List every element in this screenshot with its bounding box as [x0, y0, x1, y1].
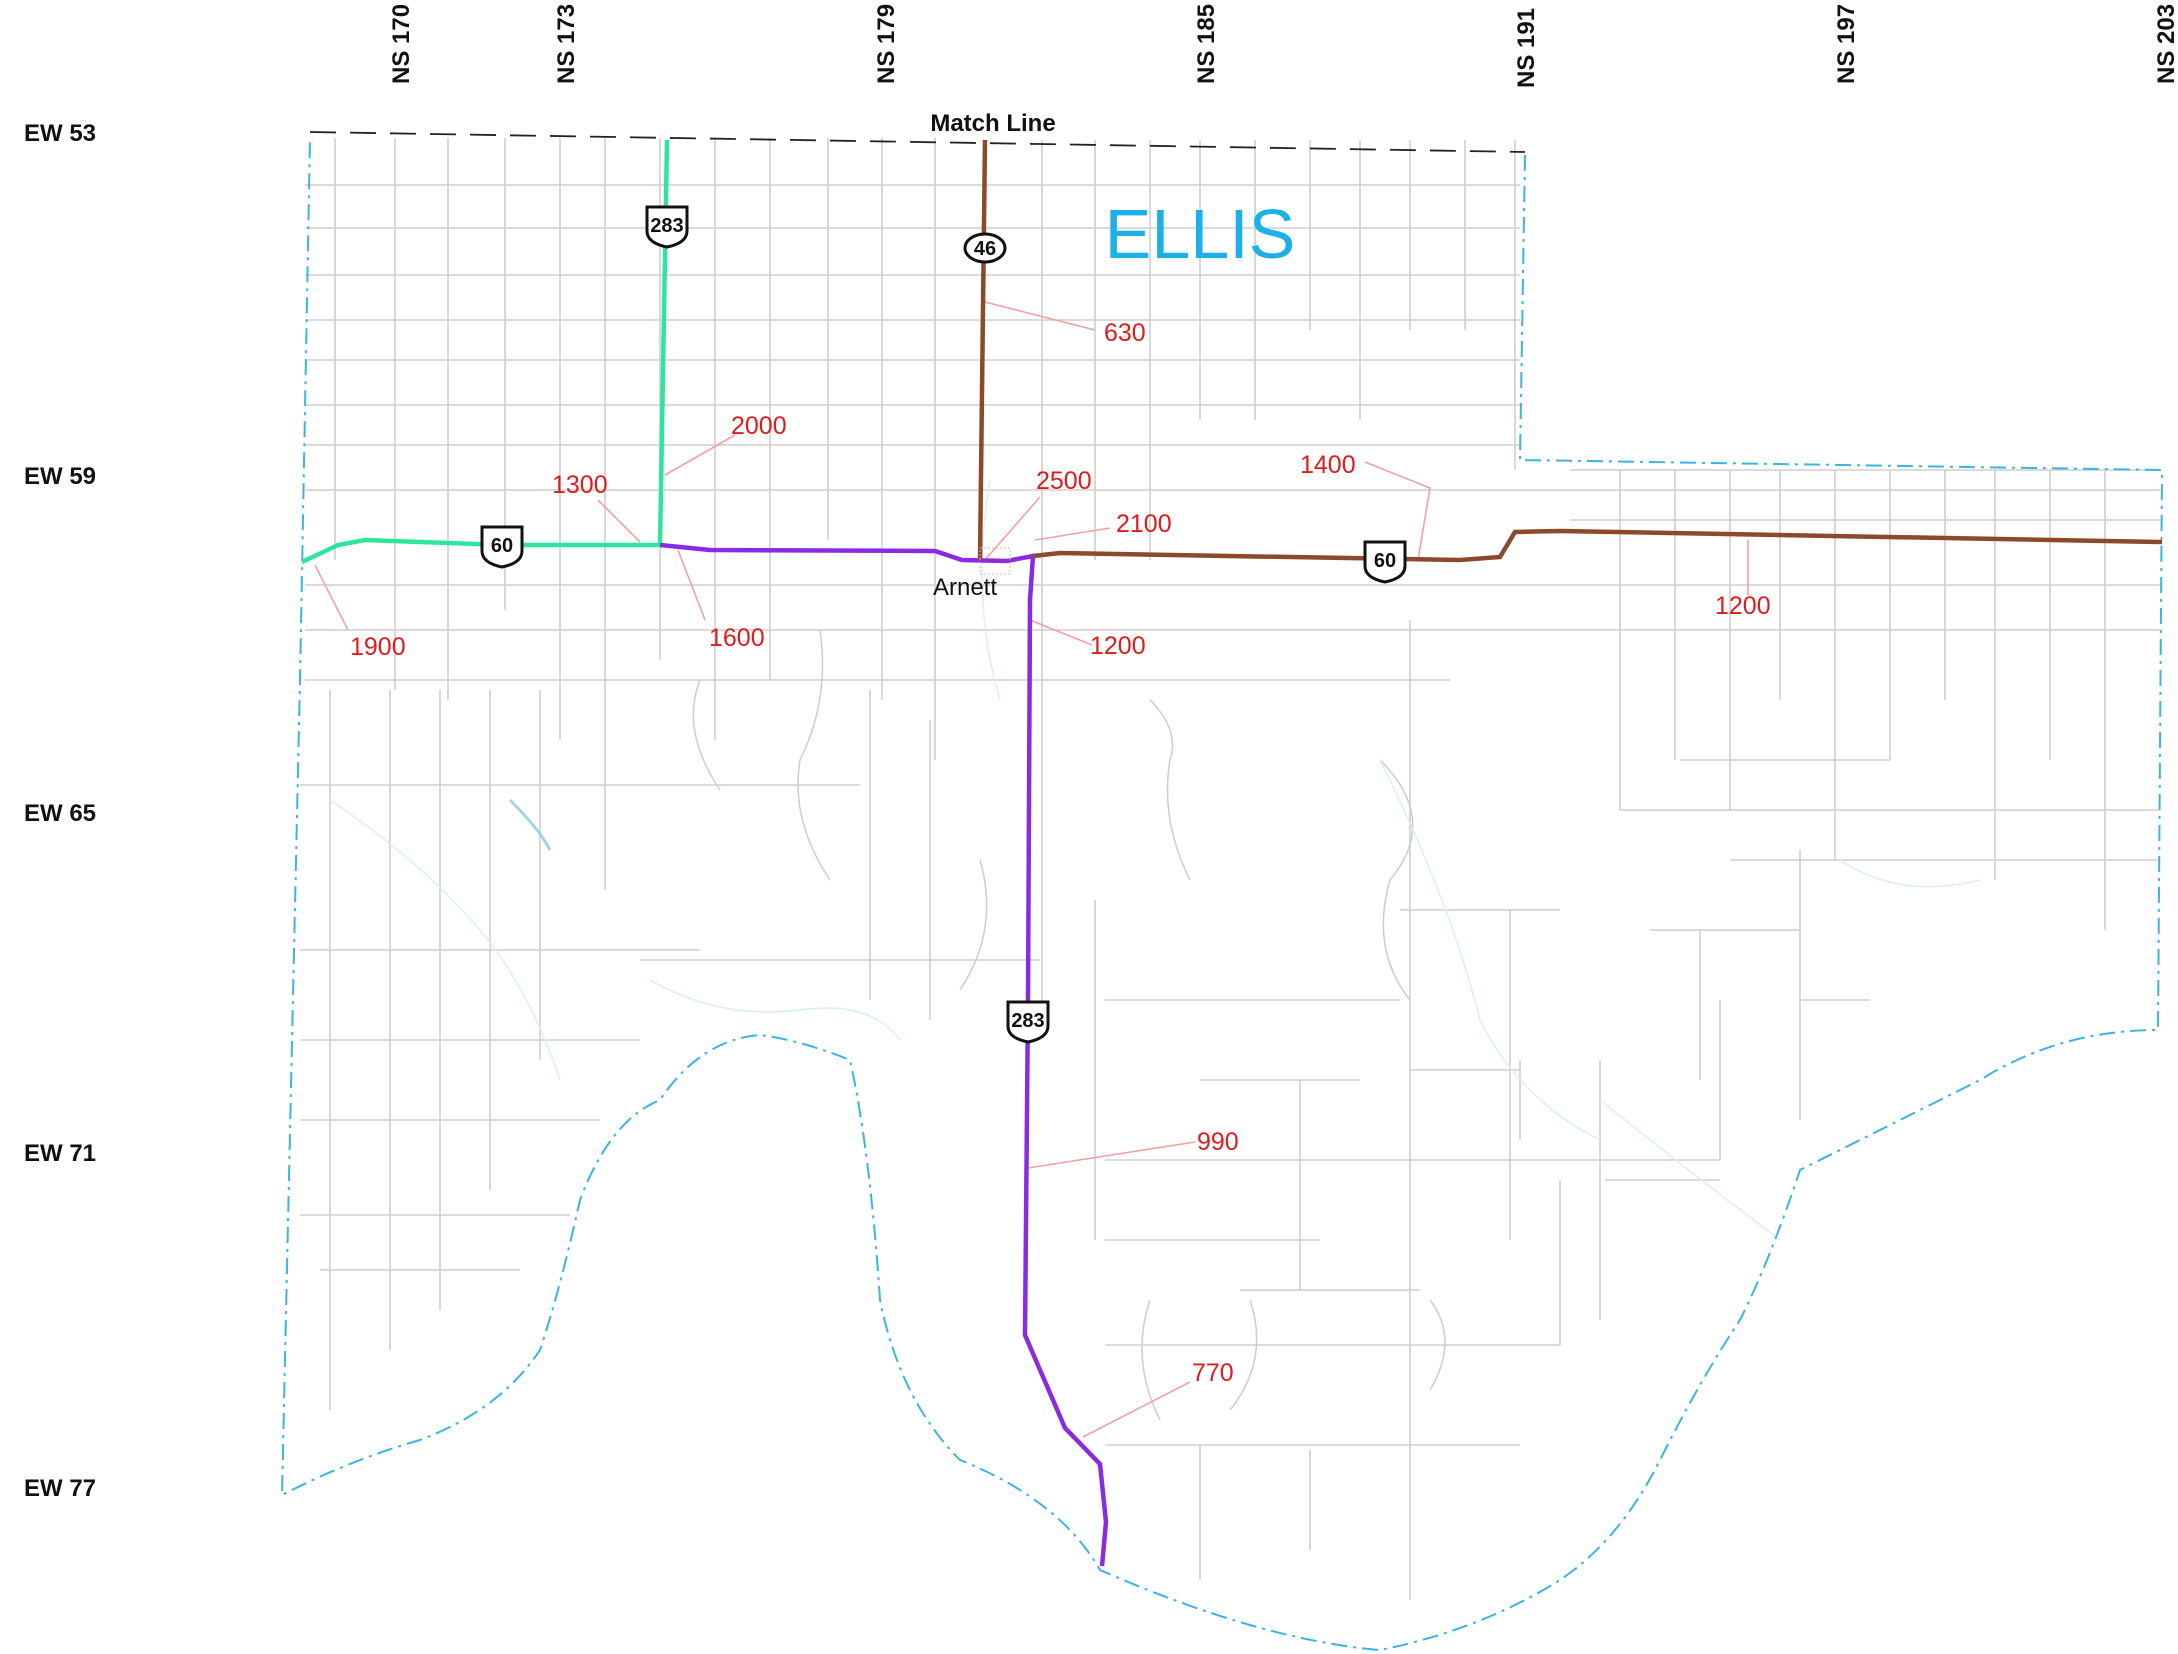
aadt-label: 1200 — [1715, 592, 1771, 620]
ns-grid-label: NS 203 — [2153, 3, 2178, 84]
ew-grid-label: EW 71 — [24, 1140, 97, 1167]
match-line-label: Match Line — [930, 110, 1055, 137]
us60-east-shield-label: 60 — [1374, 550, 1396, 572]
ns-grid-label: NS 185 — [1193, 3, 1220, 84]
ns-grid-label: NS 191 — [1513, 7, 1540, 88]
ns-grid-label: NS 173 — [553, 3, 580, 84]
ew-grid-label: EW 65 — [24, 800, 97, 827]
aadt-count-labels: 630 2000 1300 2500 2100 1400 1900 1600 1… — [350, 319, 1771, 1387]
us283-south-shield: 283 — [1006, 1000, 1050, 1044]
aadt-label: 630 — [1104, 319, 1146, 347]
county-boundary — [280, 137, 2164, 1652]
us60-east-route — [1032, 528, 2163, 563]
town-name: Arnett — [933, 574, 997, 601]
highways — [301, 139, 2163, 1567]
us60-west-shield-label: 60 — [491, 535, 513, 557]
local-roads — [300, 138, 2160, 1600]
aadt-label: 1600 — [709, 624, 765, 652]
aadt-label: 990 — [1197, 1128, 1239, 1156]
aadt-label: 1400 — [1300, 451, 1356, 479]
us283-south-shield-label: 283 — [1011, 1010, 1044, 1032]
ns-grid-label: NS 170 — [388, 3, 415, 84]
aadt-label: 1200 — [1090, 632, 1146, 660]
sh46-shield: 46 — [963, 232, 1007, 264]
streams — [329, 479, 1981, 1241]
aadt-label: 2500 — [1036, 467, 1092, 495]
aadt-label: 1300 — [552, 471, 608, 499]
ns-grid-label: NS 197 — [1833, 3, 1860, 84]
ew-grid-label: EW 59 — [24, 463, 97, 490]
sh46-shield-label: 46 — [974, 238, 996, 260]
aadt-label: 770 — [1192, 1359, 1234, 1387]
sh46-route — [977, 139, 988, 561]
us60-east-shield: 60 — [1363, 540, 1407, 584]
ns-grid-label: NS 179 — [873, 3, 900, 84]
ew-grid-label: EW 53 — [24, 120, 97, 147]
aadt-leader-lines — [314, 301, 1749, 1438]
us60-west-shield: 60 — [480, 525, 524, 569]
us283-north-shield-label: 283 — [650, 215, 683, 237]
ew-grid-label: EW 77 — [24, 1475, 97, 1502]
us283-us60-purple-route — [659, 542, 1109, 1567]
aadt-label: 1900 — [350, 633, 406, 661]
county-name: ELLIS — [1105, 195, 1296, 273]
us283-north-shield: 283 — [645, 205, 689, 249]
aadt-label: 2000 — [731, 412, 787, 440]
aadt-label: 2100 — [1116, 510, 1172, 538]
match-line — [309, 131, 1526, 153]
us283-north-route — [301, 139, 670, 565]
